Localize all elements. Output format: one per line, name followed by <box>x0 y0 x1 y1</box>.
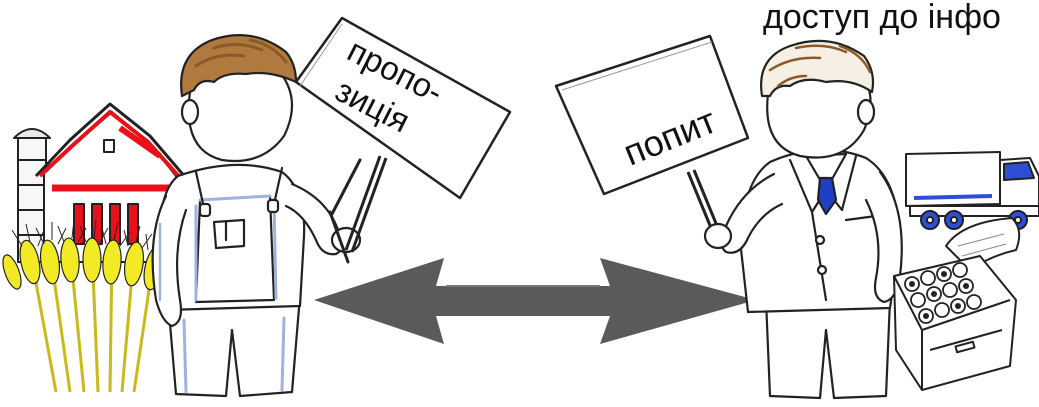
farmer-figure <box>151 34 362 398</box>
businessman-figure <box>703 39 903 400</box>
cash-register-icon <box>893 217 1021 391</box>
truck-icon <box>905 151 1039 230</box>
wheat-icon <box>2 219 173 393</box>
info-access-caption: доступ до інфо <box>763 0 1001 36</box>
supply-sign: пропо- зиція <box>294 16 512 253</box>
double-arrow-icon <box>314 258 756 344</box>
demand-sign: попит <box>554 34 750 241</box>
